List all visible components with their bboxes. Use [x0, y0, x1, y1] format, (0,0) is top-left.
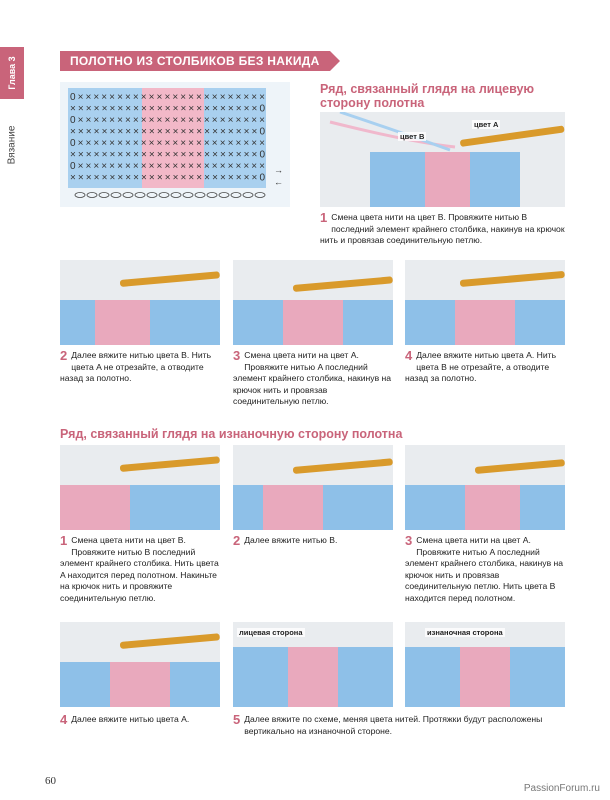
row-arrow-right: → [274, 165, 283, 175]
photo-back-step-4 [60, 622, 220, 707]
heading-back-side: Ряд, связанный глядя на изнаночную сторо… [60, 427, 403, 441]
photo-back-side-result: изнаночная сторона [405, 622, 565, 707]
photo-back-step-3 [405, 445, 565, 530]
watermark: PassionForum.ru [523, 783, 600, 794]
photo-front-side-result: лицевая сторона [233, 622, 393, 707]
diagram-row: ××××××××××××××××××××××××0 [70, 127, 265, 138]
diagram-row: ××××××××××××××××××××××××0 [70, 104, 265, 115]
section-side-text: Вязание [6, 125, 18, 165]
section-banner: ПОЛОТНО ИЗ СТОЛБИКОВ БЕЗ НАКИДА [60, 51, 340, 71]
photo-back-step-2 [233, 445, 393, 530]
diagram-row: 0×××××××××××××××××××××××× [70, 115, 265, 126]
chapter-tab-label: Глава 3 [7, 56, 17, 90]
label-front-side: лицевая сторона [237, 628, 305, 637]
chapter-tab: Глава 3 [0, 47, 24, 99]
diagram-row: 0×××××××××××××××××××××××× [70, 161, 265, 172]
photo-back-step-1 [60, 445, 220, 530]
label-back-side: изнаночная сторона [425, 628, 505, 637]
diagram-row: ××××××××××××××××××××××××0 [70, 173, 265, 184]
label-color-a: цвет A [472, 120, 501, 129]
row-arrow-left: ← [274, 177, 283, 187]
heading-front-side: Ряд, связанный глядя на лицевую сторону … [320, 82, 535, 110]
diagram-row: ××××××××××××××××××××××××0 [70, 150, 265, 161]
label-color-b: цвет B [398, 132, 427, 141]
stitch-diagram: 0×××××××××××××××××××××××××××××××××××××××… [60, 82, 290, 207]
diagram-row: 0×××××××××××××××××××××××× [70, 138, 265, 149]
diagram-row: 0×××××××××××××××××××××××× [70, 92, 265, 103]
page-number: 60 [45, 775, 56, 787]
photo-front-step-3 [233, 260, 393, 345]
photo-front-step-2 [60, 260, 220, 345]
photo-front-step-1: цвет B цвет A [320, 112, 565, 207]
section-side-label: Вязание [0, 110, 24, 180]
photo-front-step-4 [405, 260, 565, 345]
